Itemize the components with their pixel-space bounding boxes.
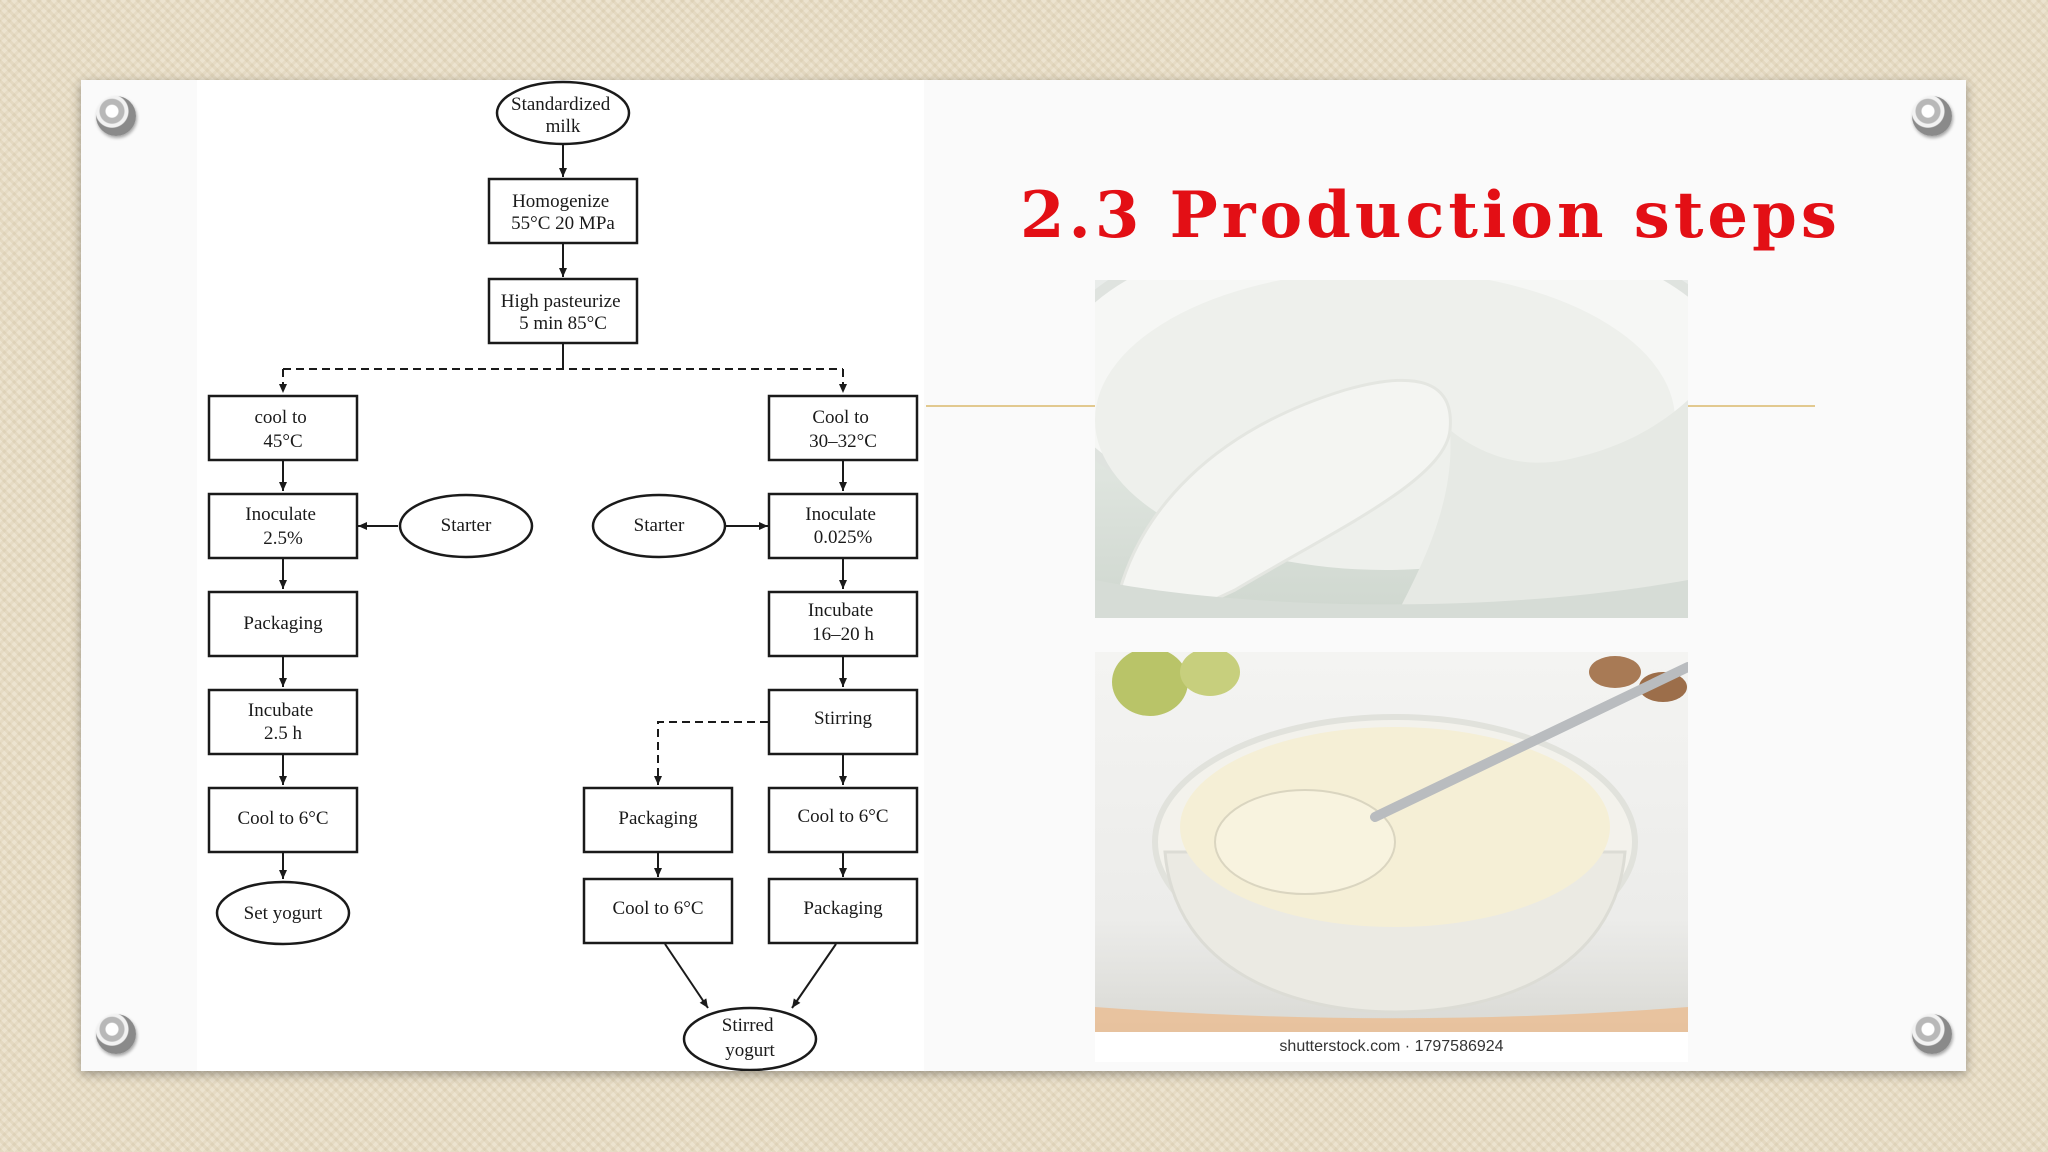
pasteurize-box <box>487 277 639 345</box>
stirred-cool-right-label: Cool to 6°C <box>797 806 888 827</box>
stirred-incubate-label: Incubate 16–20 h <box>808 600 878 645</box>
pushpin-icon <box>96 1014 136 1054</box>
stirred-cool-left-label: Cool to 6°C <box>612 898 703 919</box>
decorative-rule-right <box>1688 405 1815 407</box>
set-starter-node <box>398 493 534 559</box>
pushpin-icon <box>1912 1014 1952 1054</box>
start-node <box>495 80 631 146</box>
slide-title: 2.3 Production steps <box>1020 178 1841 253</box>
stirred-inoculate-box <box>767 492 919 560</box>
connectors <box>279 145 847 1009</box>
set-cool-box <box>207 394 359 462</box>
stirred-yogurt-label: Stirred yogurt <box>722 1015 778 1061</box>
flowchart-svg: Standardized milk Homogenize 55°C 20 MPa… <box>207 80 919 1071</box>
stirred-inoculate-label: Inoculate 0.025% <box>805 504 880 548</box>
stirred-yogurt-photo <box>1095 652 1688 1032</box>
stirred-cool-label: Cool to 30–32°C <box>809 407 877 452</box>
stirring-box <box>767 688 919 756</box>
stirred-packaging-left-box <box>582 786 734 854</box>
set-inoculate-label: Inoculate 2.5% <box>245 504 320 549</box>
set-cool-final-box <box>207 786 359 854</box>
stirred-packaging-right-label: Packaging <box>803 898 883 919</box>
pasteurize-label: High pasteurize 5 min 85°C <box>501 291 626 334</box>
set-cool-final-label: Cool to 6°C <box>237 808 328 829</box>
pushpin-icon <box>96 96 136 136</box>
set-yogurt-photo <box>1095 280 1688 618</box>
stirred-cool-left-box <box>582 877 734 945</box>
set-packaging-label: Packaging <box>243 613 323 634</box>
stirred-cool-right-box <box>767 786 919 854</box>
homogenize-label: Homogenize 55°C 20 MPa <box>511 191 615 234</box>
decorative-rule-left <box>926 405 1096 407</box>
stirred-packaging-left-label: Packaging <box>618 808 698 829</box>
stirring-label: Stirring <box>814 708 873 729</box>
set-cool-label: cool to 45°C <box>255 407 312 452</box>
set-incubate-box <box>207 688 359 756</box>
set-yogurt-label: Set yogurt <box>244 903 323 924</box>
stirred-starter-node <box>591 493 727 559</box>
set-inoculate-box <box>207 492 359 560</box>
stirred-packaging-right-box <box>767 877 919 945</box>
pushpin-icon <box>1912 96 1952 136</box>
homogenize-box <box>487 177 639 245</box>
stirred-yogurt-end-node <box>682 1006 818 1071</box>
set-packaging-box <box>207 590 359 658</box>
photo-caption: shutterstock.com · 1797586924 <box>1095 1032 1688 1062</box>
set-starter-label: Starter <box>441 515 492 536</box>
stirred-cool-box <box>767 394 919 462</box>
set-yogurt-end-node <box>215 880 351 946</box>
start-label: Standardized milk <box>511 94 615 137</box>
stirred-starter-label: Starter <box>634 515 685 536</box>
flowchart-panel: Standardized milk Homogenize 55°C 20 MPa… <box>197 80 924 1071</box>
stirred-incubate-box <box>767 590 919 658</box>
set-incubate-label: Incubate 2.5 h <box>248 700 318 744</box>
